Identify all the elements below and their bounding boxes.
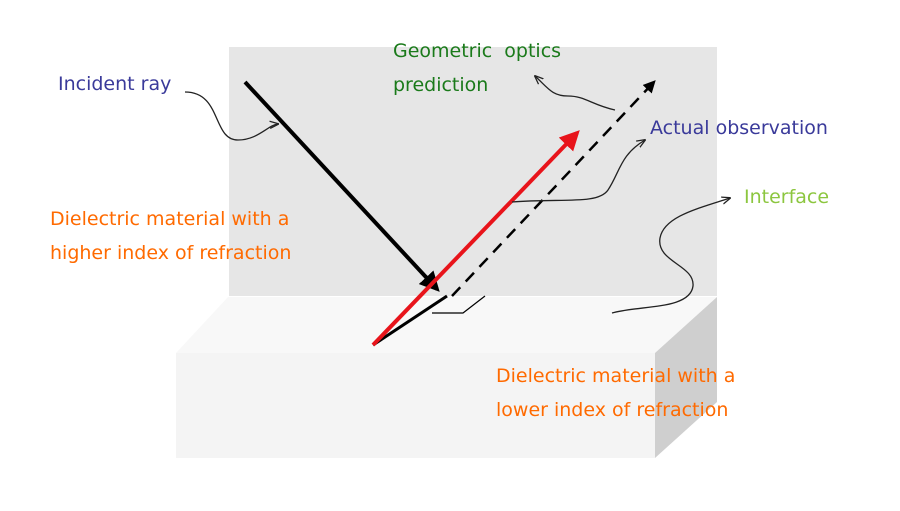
lateral-shift-ray bbox=[372, 294, 448, 347]
higher-index-medium bbox=[229, 47, 717, 296]
geometric-optics-prediction-label: Geometric optics prediction bbox=[393, 40, 562, 96]
higher-index-label: Dielectric material with a higher index … bbox=[50, 208, 292, 264]
geometric-optics-callout bbox=[535, 76, 616, 111]
lower-index-medium-side bbox=[655, 297, 717, 458]
observed-reflected-ray bbox=[371, 130, 580, 347]
shift-marker bbox=[432, 295, 486, 314]
interface-callout bbox=[611, 198, 730, 314]
incident-ray-callout bbox=[184, 91, 278, 141]
lower-index-medium-front bbox=[176, 353, 655, 458]
interface-label: Interface bbox=[744, 186, 830, 208]
incident-ray bbox=[243, 80, 440, 292]
predicted-reflected-ray bbox=[451, 80, 656, 297]
incident-ray-label: Incident ray bbox=[58, 73, 172, 95]
lower-index-label: Dielectric material with a lower index o… bbox=[496, 365, 736, 421]
actual-observation-callout bbox=[511, 140, 645, 203]
actual-observation-label: Actual observation bbox=[650, 117, 828, 139]
lower-index-medium-top bbox=[176, 297, 717, 353]
